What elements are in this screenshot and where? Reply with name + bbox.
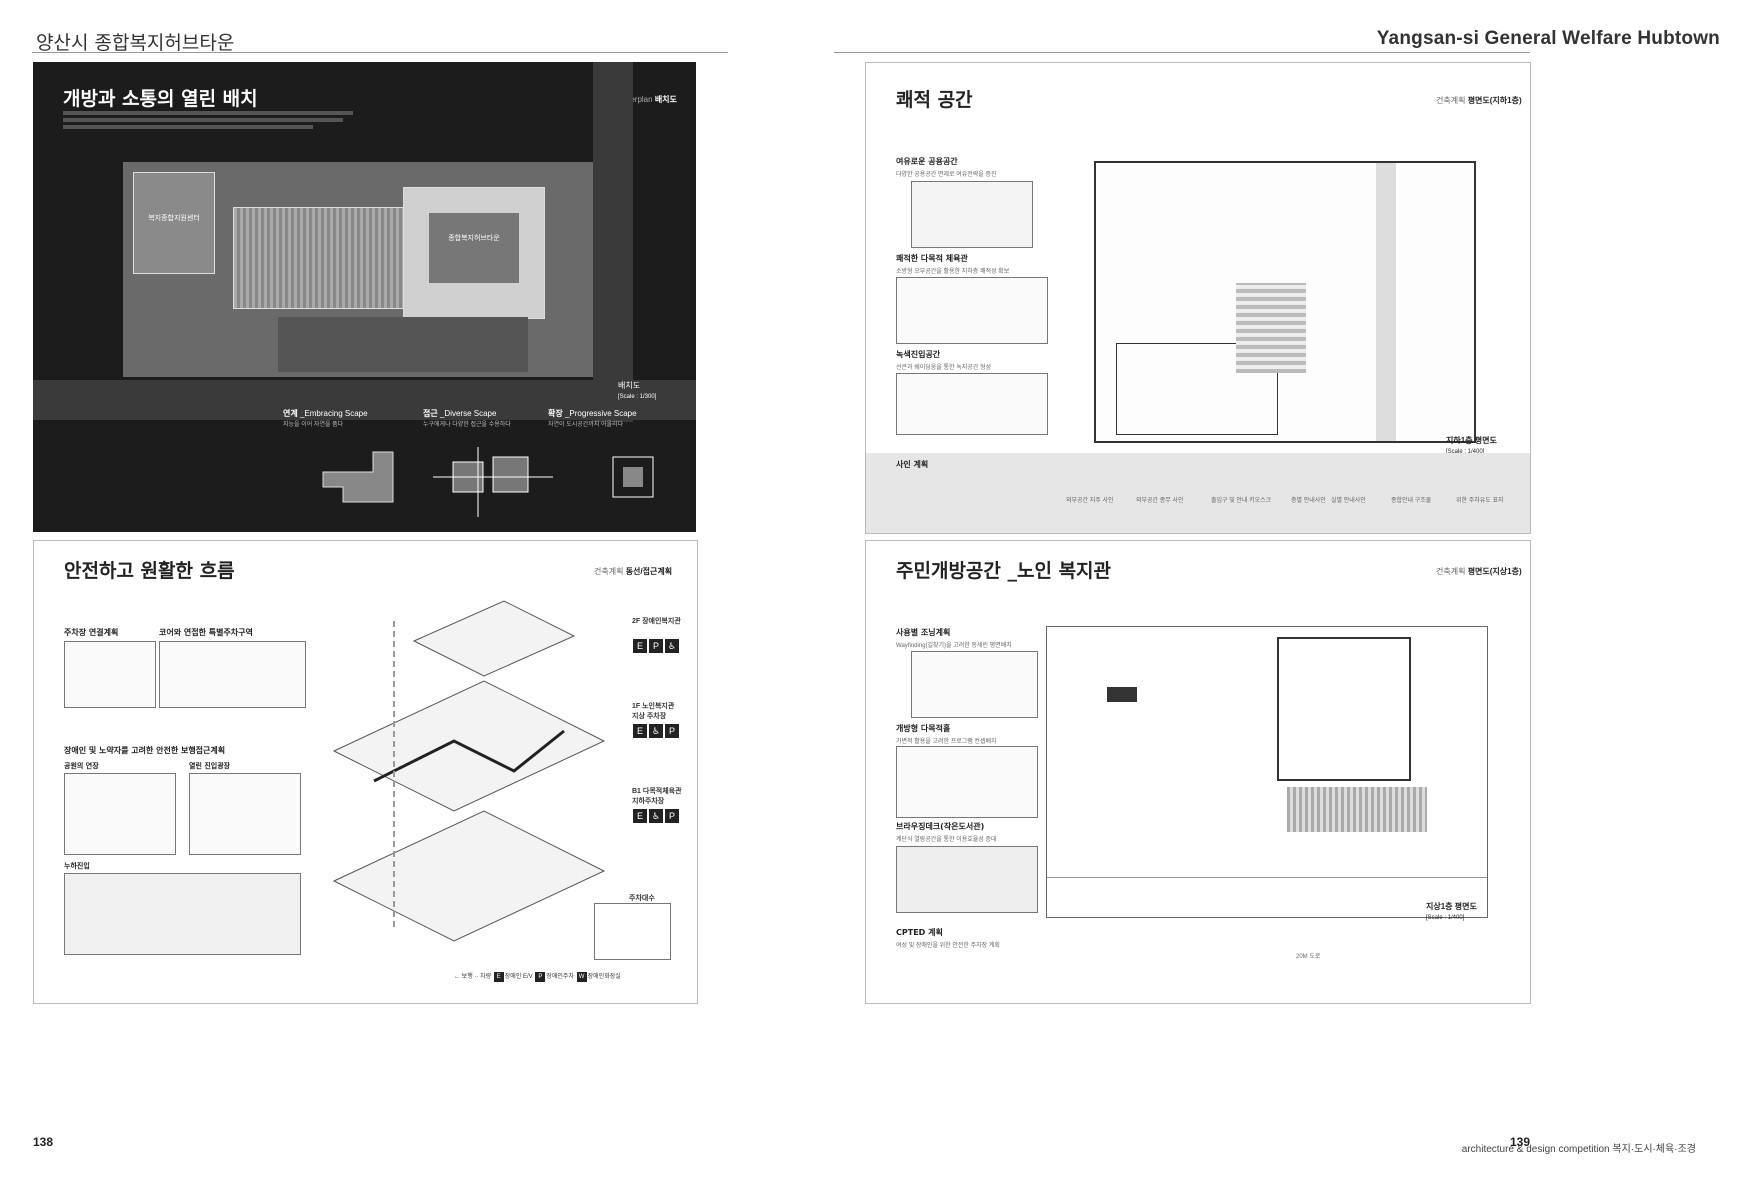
concept-diverse: 접근 _Diverse Scape 누구에게나 다양한 접근을 수용하다 xyxy=(423,409,511,428)
panel-tag: 건축계획 동선/접근계획 xyxy=(594,567,673,576)
section-title: 개방형 다목적홀 xyxy=(896,724,951,733)
accessibility-icons: E♿P xyxy=(632,806,680,824)
building-welfare-center: 복지종합지원센터 xyxy=(133,172,215,274)
parking-aisle xyxy=(1376,163,1396,441)
atrium-deck xyxy=(1287,787,1427,832)
diagram-green-entry xyxy=(896,373,1048,435)
section-title: 공원의 연장 xyxy=(64,762,99,770)
header-right-rule xyxy=(834,52,1530,53)
section-desc: 계단식 열람공간을 통한 이용효율성 증대 xyxy=(896,837,997,843)
diagram-zoning xyxy=(911,651,1038,718)
panel-tag: 건축계획 평면도(지하1층) xyxy=(1436,96,1522,105)
road-vertical xyxy=(593,62,633,422)
concept-diagrams xyxy=(322,447,654,517)
section-desc: 선큰과 쉐이딩웅을 통한 녹지공간 형성 xyxy=(896,365,991,371)
site-edge xyxy=(1047,877,1487,918)
diagram-parking-link xyxy=(64,641,156,708)
sign-caption: 외부공간 지주 사인 xyxy=(1066,498,1114,504)
sign-caption: 층별 안내사인 xyxy=(1291,498,1326,504)
sign-caption: 출입구 및 안내 키오스크 xyxy=(1211,498,1272,504)
concept-embracing: 연계 _Embracing Scape 지능을 이어 자연을 품다 xyxy=(283,409,368,428)
accessibility-icons: E♿P xyxy=(632,721,680,739)
concept-progressive: 확장 _Progressive Scape 자연이 도시공간까지 어울리다 xyxy=(548,409,637,428)
diagram-common-space xyxy=(911,181,1033,248)
header-left-rule xyxy=(32,52,728,53)
page-number-left: 138 xyxy=(33,1135,54,1149)
plan-label: 지하1층 평면도[Scale : 1/400] xyxy=(1446,436,1497,455)
core-block xyxy=(1107,687,1137,702)
diagram-special-parking xyxy=(159,641,306,708)
axonometric-diagram xyxy=(332,600,606,942)
section-title: 주차장 연결계획 xyxy=(64,628,119,637)
road xyxy=(33,380,696,420)
sign-band xyxy=(866,453,1530,533)
header-left-title: 양산시 종합복지허브타운 xyxy=(36,32,235,54)
panel-desc-placeholder xyxy=(63,108,363,132)
panel-title: 쾌적 공간 xyxy=(896,89,973,111)
header-right-title: Yangsan-si General Welfare Hubtown xyxy=(1376,28,1720,49)
panel-title: 주민개방공간 _노인 복지관 xyxy=(896,560,1112,582)
section-title: 누하진입 xyxy=(64,862,90,870)
ground-floor-plan xyxy=(1046,626,1488,918)
sign-title: 사인 계획 xyxy=(896,460,929,469)
panel-masterplan: 개방과 소통의 열린 배치 Masterplan 배치도 복지종합지원센터 종합… xyxy=(33,62,696,532)
basement-floor-plan xyxy=(1094,161,1476,443)
diagram-open-plaza xyxy=(189,773,301,855)
sign-caption: 실별 안내사인 xyxy=(1331,498,1366,504)
diagram-multipurpose-hall xyxy=(896,746,1038,818)
sign-caption: 위한 주차유도 표지 xyxy=(1456,498,1504,504)
sign-caption: 외부공간 종무 사인 xyxy=(1136,498,1184,504)
panel-title: 개방과 소통의 열린 배치 xyxy=(63,88,258,110)
welfare-wing xyxy=(1277,637,1411,781)
page-number-right: 139 xyxy=(1510,1135,1531,1149)
floor-label-1f: 1F 노인복지관 지상 주차장 xyxy=(632,703,675,720)
section-desc: 다양한 공용공간 면제로 여유전략을 증진 xyxy=(896,172,997,178)
diagram-gym-section xyxy=(896,277,1048,344)
section-desc: 여성 및 장애인을 위한 안전한 주차장 계획 xyxy=(896,943,1000,949)
section-title: 쾌적한 다목적 체육관 xyxy=(896,254,968,263)
section-title: 브라우징데크(작은도서관) xyxy=(896,822,985,831)
section-title: 사용별 조닝계획 xyxy=(896,628,951,637)
floor-label-b1: B1 다목적체육관 지하주차장 xyxy=(632,788,682,805)
section-title: 장애인 및 노약자를 고려한 안전한 보행접근계획 xyxy=(64,746,226,755)
section-desc: 소방형 오부공간을 활용한 지하층 쾌적성 확보 xyxy=(896,269,1010,275)
building-hubtown: 종합복지허브타운 xyxy=(403,187,545,319)
plan-label: 지상1층 평면도[Scale : 1/400] xyxy=(1426,902,1477,921)
scale-label: 배치도[Scale : 1/300] xyxy=(618,381,657,400)
parking-table xyxy=(594,903,671,960)
footer-text: architecture & design competition 복지·도시·… xyxy=(1461,1144,1696,1155)
building-roof-slats xyxy=(233,207,405,309)
panel-ground-plan: 주민개방공간 _노인 복지관 건축계획 평면도(지상1층) 사용별 조닝계획 W… xyxy=(865,540,1531,1004)
section-desc: Wayfinding(길찾기)을 고려한 동세린 평면배치 xyxy=(896,643,1012,649)
sign-caption: 종합안내 구조물 xyxy=(1391,498,1432,504)
section-title: CPTED 계획 xyxy=(896,928,943,937)
landscape-plaza xyxy=(278,317,528,372)
panel-basement-plan: 쾌적 공간 건축계획 평면도(지하1층) 여유로운 공용공간 다양한 공용공간 … xyxy=(865,62,1531,534)
gym-court xyxy=(1116,343,1278,435)
panel-tag: 건축계획 평면도(지상1층) xyxy=(1436,567,1522,576)
stair-hall xyxy=(1236,283,1306,373)
diagram-pilotis-entry xyxy=(64,873,301,955)
section-title: 녹색진입공간 xyxy=(896,350,941,359)
panel-circulation: 안전하고 원활한 흐름 건축계획 동선/접근계획 주차장 연결계획 코어와 연접… xyxy=(33,540,698,1004)
panel-title: 안전하고 원활한 흐름 xyxy=(64,560,235,582)
section-desc: 가변적 활용을 고려한 프로그램 컨셉배치 xyxy=(896,739,997,745)
floor-label-2f: 2F 장애인복지관 xyxy=(632,618,681,625)
diagram-browsing-deck xyxy=(896,846,1038,913)
section-title: 코어와 연접한 특별주차구역 xyxy=(159,628,253,637)
diagram-park-extension xyxy=(64,773,176,855)
section-title: 여유로운 공용공간 xyxy=(896,157,958,166)
section-title: 열린 진입광장 xyxy=(189,762,231,770)
road-label: 20M 도로 xyxy=(1296,954,1321,960)
parking-table-title: 주차대수 xyxy=(629,895,655,902)
